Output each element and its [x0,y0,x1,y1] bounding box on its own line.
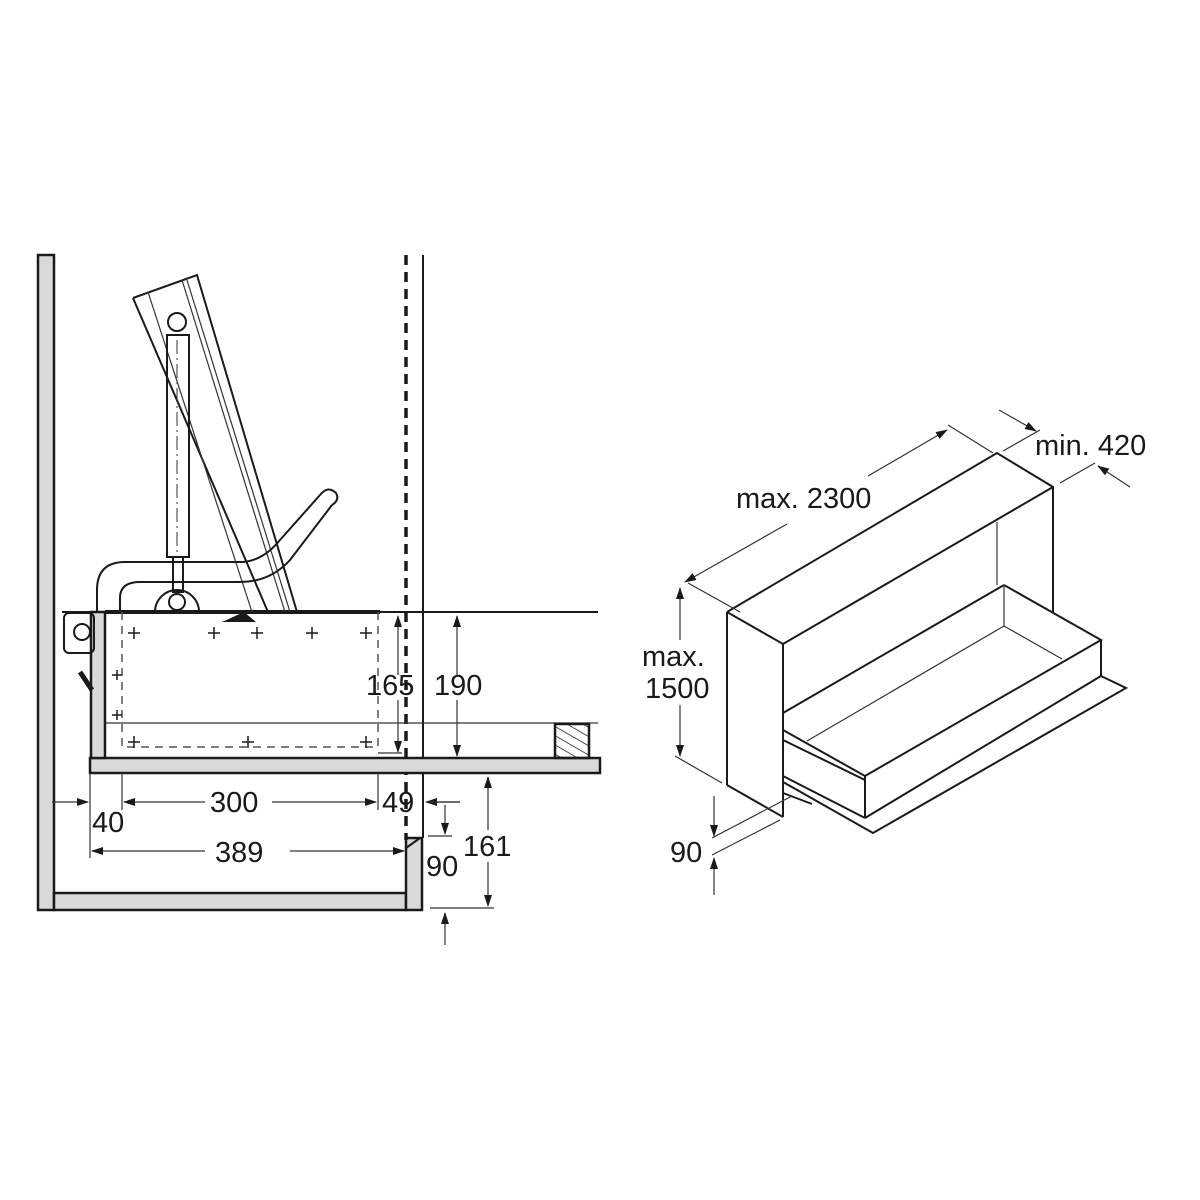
hinge-bracket [63,612,95,692]
dim-165: 165 [366,670,414,702]
cabinet-front-lower [404,836,424,912]
dim-190: 190 [434,670,482,702]
cabinet-left-wall [36,253,56,912]
handle-rod [96,488,339,612]
drawer-dashed-outline [121,612,379,748]
pivot-marker [222,612,256,622]
cabinet-bottom-panel [52,891,408,912]
dim-300: 300 [210,787,258,819]
dim-90-side: 90 [426,851,458,883]
gas-strut [154,312,200,613]
dim-389: 389 [215,837,263,869]
dim-min-420: min. 420 [1035,430,1146,462]
cabinet-box [726,451,1054,818]
isometric-view: max. 2300 min. 420 max. 1500 90 [642,409,1146,895]
dim-max-1500-line1: max. [642,641,705,673]
dim-49: 49 [382,787,414,819]
drawer-tray [782,584,1129,835]
side-view: 165 190 300 40 49 389 90 161 [36,253,602,945]
dim-40: 40 [92,807,124,839]
dim-max-1500-line2: 1500 [645,673,710,705]
lift-arm [132,273,298,613]
dim-max-2300: max. 2300 [736,483,871,515]
hatched-support-block [553,722,591,760]
shelf-board [88,756,602,775]
dim-161: 161 [463,831,511,863]
dim-90-iso: 90 [670,837,702,869]
screw-marks [112,627,372,748]
